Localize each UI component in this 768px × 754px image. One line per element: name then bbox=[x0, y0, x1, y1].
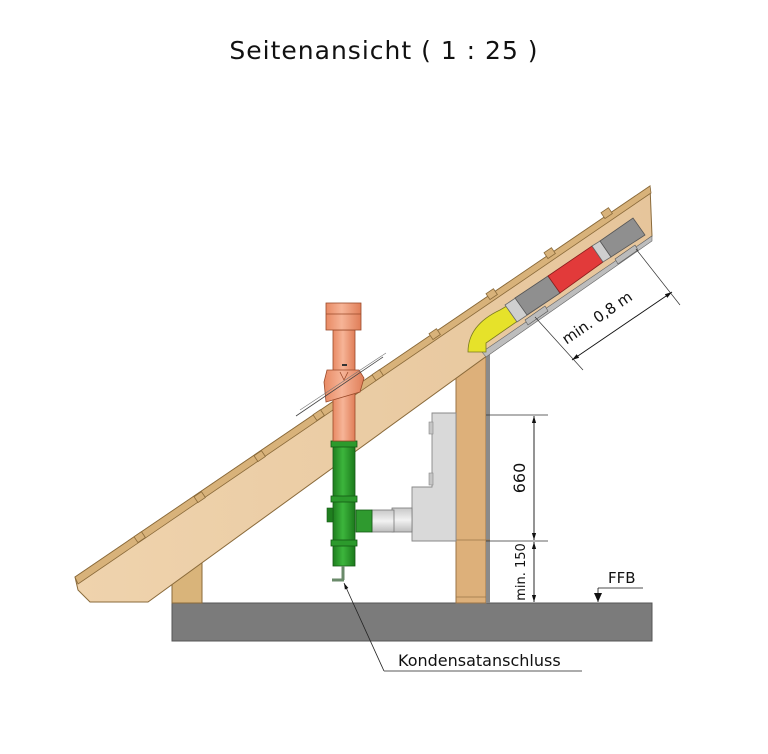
ffb-marker: FFB bbox=[594, 569, 643, 602]
floor-slab bbox=[171, 602, 653, 642]
drawing-title: Seitenansicht ( 1 : 25 ) bbox=[229, 36, 539, 65]
condensate-leader: Kondensatanschluss bbox=[343, 582, 582, 672]
dimension-min150-label: min. 150 bbox=[514, 543, 529, 601]
horizontal-connector bbox=[355, 507, 413, 533]
dimension-660-label: 660 bbox=[510, 463, 529, 494]
yellow-elbow bbox=[467, 302, 523, 353]
vertical-post bbox=[455, 349, 487, 604]
heating-device bbox=[411, 412, 457, 542]
ffb-label: FFB bbox=[608, 569, 636, 587]
air-duct-assembly bbox=[467, 217, 653, 358]
condensate-label: Kondensatanschluss bbox=[398, 651, 561, 670]
roof-rafter bbox=[74, 185, 653, 603]
dimension-vertical: 660 min. 150 bbox=[486, 414, 548, 602]
condensate-outlet bbox=[332, 566, 345, 582]
roof-flue-terminal bbox=[295, 302, 387, 442]
